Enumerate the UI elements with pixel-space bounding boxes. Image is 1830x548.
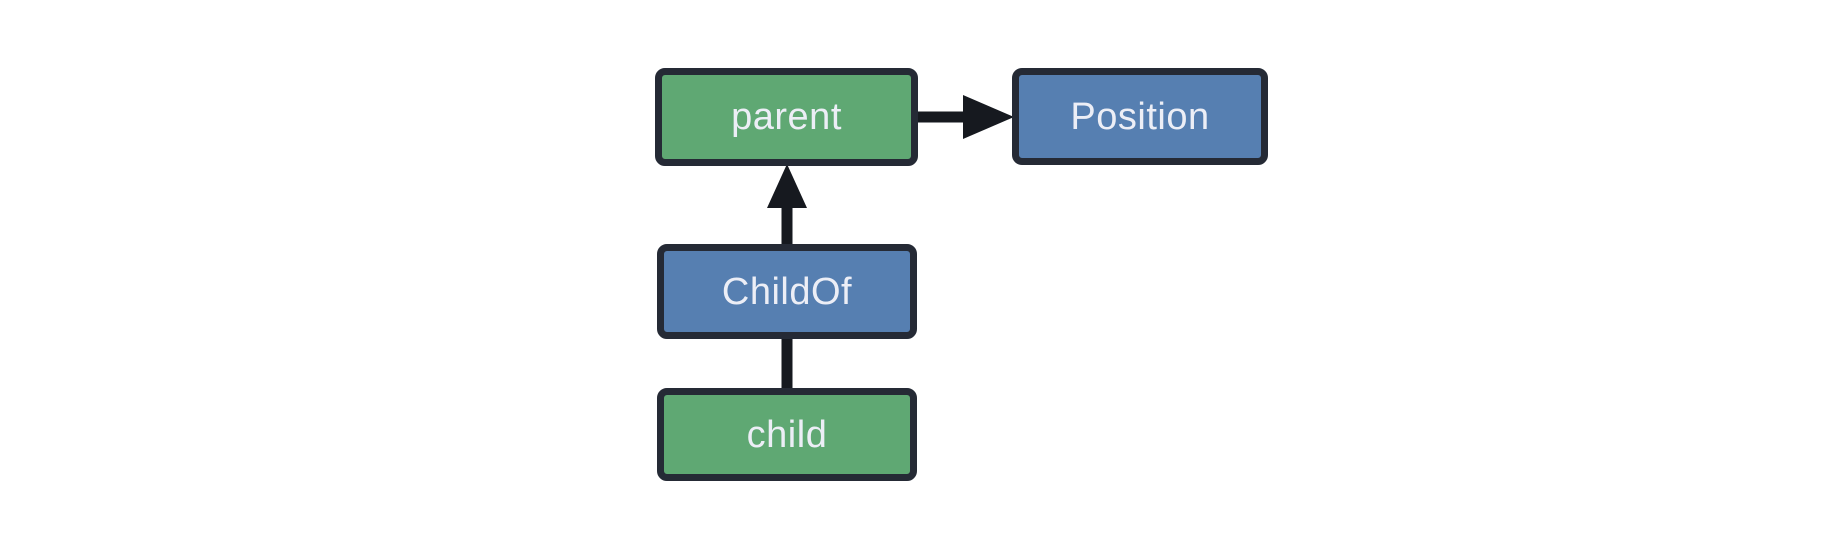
node-position: Position	[1012, 68, 1268, 165]
node-child-label: child	[746, 413, 828, 456]
node-position-label: Position	[1070, 95, 1210, 138]
node-childof: ChildOf	[657, 244, 917, 339]
node-child: child	[657, 388, 917, 481]
edge-childof-to-parent	[767, 164, 807, 246]
node-parent-label: parent	[731, 96, 842, 138]
edge-parent-to-position-arrowhead-icon	[963, 95, 1014, 139]
node-childof-label: ChildOf	[721, 270, 853, 313]
edge-childof-to-parent-arrowhead-icon	[767, 164, 807, 208]
edge-parent-to-position	[916, 95, 1014, 139]
node-parent: parent	[655, 68, 918, 166]
